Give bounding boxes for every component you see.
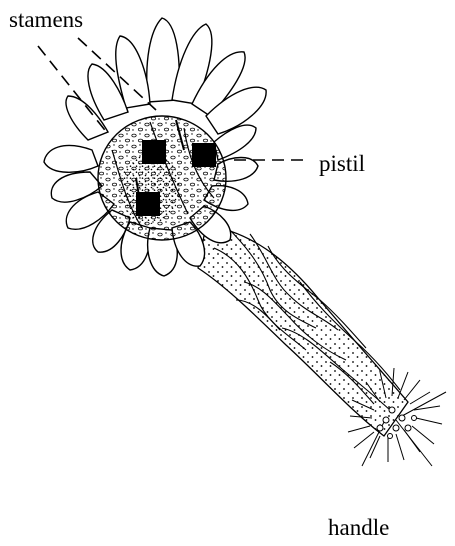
redaction-box <box>192 143 216 167</box>
redaction-box <box>136 192 160 216</box>
handle-label: handle <box>328 516 389 539</box>
redaction-box <box>142 140 166 164</box>
stamens-label: stamens <box>9 8 83 31</box>
flower-disk <box>98 116 226 240</box>
flower-stem <box>198 225 408 436</box>
pistil-label: pistil <box>319 152 365 175</box>
